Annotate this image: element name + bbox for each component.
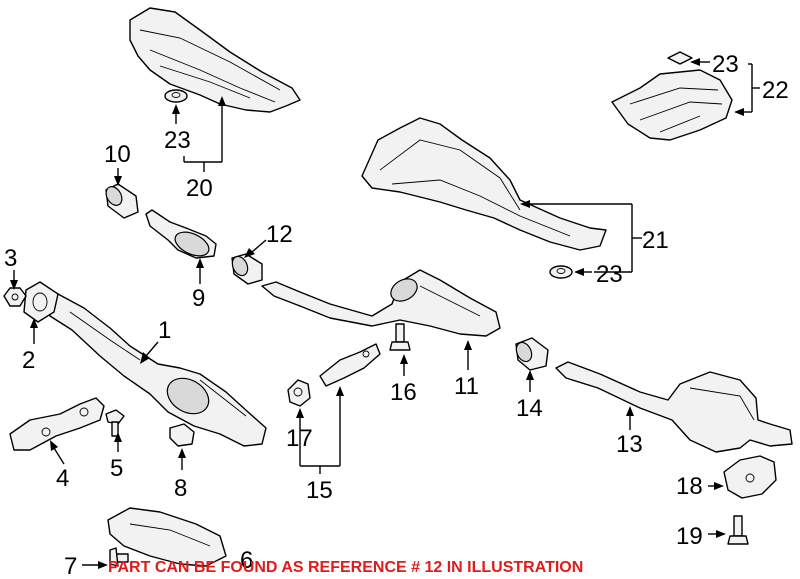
part-clamp-14 — [515, 337, 549, 371]
callout-14: 14 — [516, 395, 543, 422]
part-heat-shield-right — [611, 69, 733, 141]
callout-9: 9 — [192, 285, 205, 312]
part-rear-pipe-muffler — [555, 361, 793, 453]
callout-labels: 1 2 3 4 5 6 7 8 9 10 11 12 13 14 15 16 1… — [4, 51, 789, 579]
callout-20: 20 — [186, 175, 213, 202]
callout-23-shield-22: 23 — [712, 51, 739, 78]
callout-5: 5 — [110, 455, 123, 482]
callout-22: 22 — [762, 77, 789, 104]
callout-11: 11 — [454, 373, 479, 400]
callout-16: 16 — [390, 379, 417, 406]
part-bolt-7 — [109, 547, 129, 567]
callout-6: 6 — [240, 547, 253, 574]
callout-23-shield-20: 23 — [164, 127, 191, 154]
part-clip-nut-21 — [549, 265, 573, 279]
part-heat-shield-upper — [129, 7, 301, 113]
callout-19: 19 — [676, 523, 703, 550]
part-clip-22 — [667, 51, 693, 65]
callout-1: 1 — [158, 317, 171, 344]
part-nut — [3, 287, 27, 307]
part-clip-nut-20 — [164, 89, 188, 103]
callout-10: 10 — [104, 141, 131, 168]
callout-13: 13 — [616, 431, 643, 458]
part-resonator-9 — [145, 209, 217, 259]
reference-note: PART CAN BE FOUND AS REFERENCE # 12 IN I… — [108, 559, 583, 576]
part-clip-bracket-8 — [169, 423, 195, 447]
callout-17: 17 — [286, 425, 313, 452]
callout-12: 12 — [266, 221, 293, 248]
part-catalytic-converter — [43, 293, 267, 447]
part-rear-hanger-18 — [723, 455, 777, 499]
callout-8: 8 — [174, 475, 187, 502]
part-bracket-4 — [9, 397, 105, 451]
callout-7: 7 — [64, 553, 77, 579]
part-bolt-19 — [727, 515, 749, 545]
callout-2: 2 — [22, 347, 35, 374]
part-center-pipe-muffler — [261, 269, 501, 337]
part-heat-shield-center — [361, 117, 607, 251]
callout-15: 15 — [306, 477, 333, 504]
callout-21: 21 — [642, 227, 669, 254]
part-clamp-12 — [231, 253, 263, 285]
leader-lines — [10, 58, 760, 569]
callout-23-shield-21: 23 — [596, 261, 623, 288]
part-rubber-mount-17 — [287, 379, 311, 407]
part-bolt-16 — [389, 323, 411, 351]
part-hanger-15 — [319, 343, 381, 387]
part-heat-shield-lower — [107, 507, 227, 567]
part-bolt-5 — [105, 409, 125, 437]
part-gasket — [23, 281, 59, 323]
callout-3: 3 — [4, 245, 17, 272]
part-clamp-10 — [105, 183, 139, 219]
callout-4: 4 — [56, 465, 69, 492]
callout-18: 18 — [676, 473, 703, 500]
